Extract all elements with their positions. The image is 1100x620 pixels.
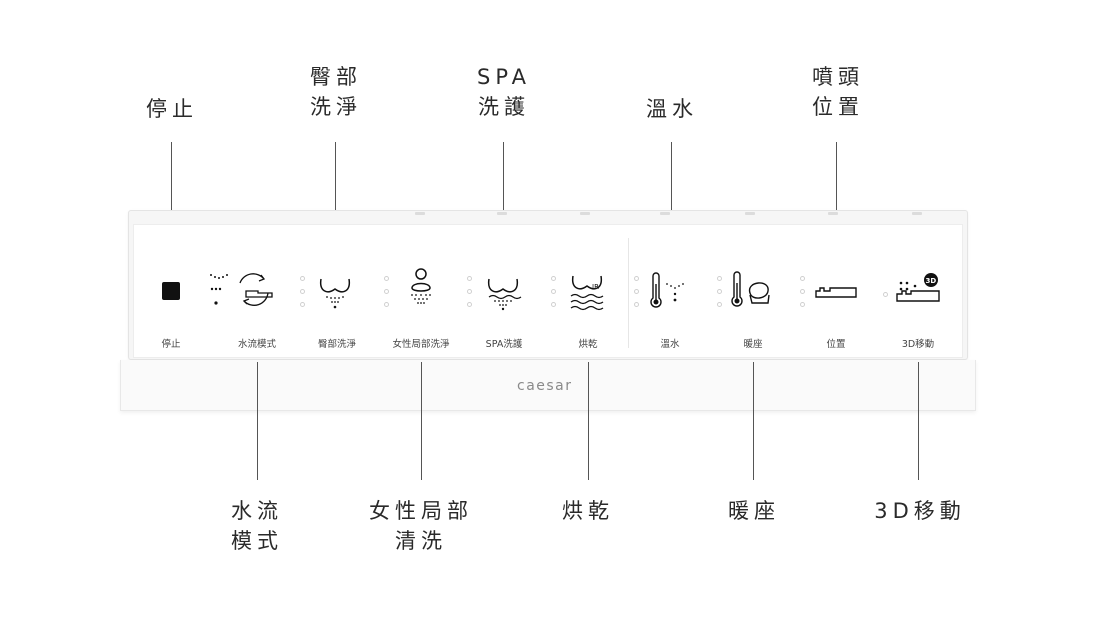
button-label-rear-wash: 臀部洗淨 [317, 339, 357, 350]
panel-top-marker [828, 212, 838, 215]
seat-heating-button[interactable] [728, 271, 776, 315]
3d-movement-button[interactable]: 3D [893, 271, 943, 309]
feminine-wash-button[interactable] [401, 266, 441, 314]
nozzle-position-button[interactable] [812, 283, 860, 307]
panel-top-marker [415, 212, 425, 215]
spa-wash-button[interactable] [481, 273, 525, 317]
button-label-dryer: 烘乾 [578, 339, 598, 350]
callout-label-3d-movement: 3D移動 [874, 499, 966, 523]
level-indicator-dots [634, 276, 639, 315]
stop-button[interactable] [161, 281, 181, 305]
leader-line-water-flow [257, 362, 258, 480]
callout-label-spa-wash: SPA 洗護 [476, 65, 532, 119]
stop-square-icon [162, 282, 180, 300]
warm-water-button[interactable] [645, 272, 691, 316]
level-indicator-dots [551, 276, 556, 315]
water-flow-mode-button[interactable] [206, 269, 282, 323]
leader-line-rear-wash [335, 142, 336, 264]
leader-line-spa-wash [503, 142, 504, 264]
panel-top-marker [497, 212, 507, 215]
level-indicator-dots [800, 276, 805, 315]
spa-wash-icon [487, 278, 522, 311]
panel-top-marker [660, 212, 670, 215]
nozzle-position-icon [815, 287, 857, 298]
level-indicator-dots [717, 276, 722, 315]
rear-wash-icon [319, 278, 351, 309]
button-label-stop: 停止 [161, 339, 181, 350]
panel-top-marker [745, 212, 755, 215]
panel-top-marker [912, 212, 922, 215]
leader-line-warm-water [671, 142, 672, 264]
leader-line-stop [171, 142, 172, 258]
rear-wash-button[interactable] [315, 273, 355, 317]
dryer-button[interactable]: IR [565, 272, 609, 318]
level-indicator-dots [883, 292, 888, 305]
water-flow-mode-icon [210, 273, 273, 306]
ir-badge: IR [592, 283, 599, 291]
callout-label-warm-water: 溫水 [646, 97, 698, 121]
leader-line-feminine-wash [421, 362, 422, 480]
callout-label-water-flow-mode: 水流 模式 [231, 499, 283, 553]
3d-movement-icon: 3D [896, 273, 940, 302]
button-label-nozzle-position: 位置 [826, 339, 846, 350]
callout-label-dryer: 烘乾 [562, 499, 614, 523]
button-label-3d-movement: 3D移動 [901, 339, 935, 350]
button-label-warm-water: 溫水 [660, 339, 680, 350]
panel-divider [628, 238, 629, 348]
panel-top-marker [580, 212, 590, 215]
water-temperature-icon [650, 272, 684, 308]
level-indicator-dots [384, 276, 389, 315]
callout-label-nozzle-position: 噴頭 位置 [812, 65, 864, 119]
leader-line-nozzle-position [836, 142, 837, 268]
3d-badge: 3D [926, 277, 937, 285]
callout-label-feminine-wash: 女性局部 清洗 [369, 499, 473, 553]
ir-dryer-icon: IR [570, 275, 604, 311]
leader-line-seat-heating [753, 362, 754, 480]
seat-heating-icon [731, 271, 770, 307]
leader-line-dryer [588, 362, 589, 480]
button-label-water-flow: 水流模式 [237, 339, 277, 350]
brand-logo: caesar [517, 378, 573, 394]
leader-line-3d-movement [918, 362, 919, 480]
callout-label-seat-heating: 暖座 [728, 499, 780, 523]
control-panel-base [120, 360, 976, 411]
callout-label-rear-wash: 臀部 洗淨 [310, 65, 362, 119]
button-label-feminine-wash: 女性局部洗淨 [392, 339, 450, 350]
level-indicator-dots [467, 276, 472, 315]
level-indicator-dots [300, 276, 305, 315]
feminine-wash-icon [411, 268, 431, 304]
button-label-spa-wash: SPA洗護 [485, 339, 523, 350]
callout-label-stop: 停止 [146, 97, 198, 121]
button-label-seat-heating: 暖座 [743, 339, 763, 350]
